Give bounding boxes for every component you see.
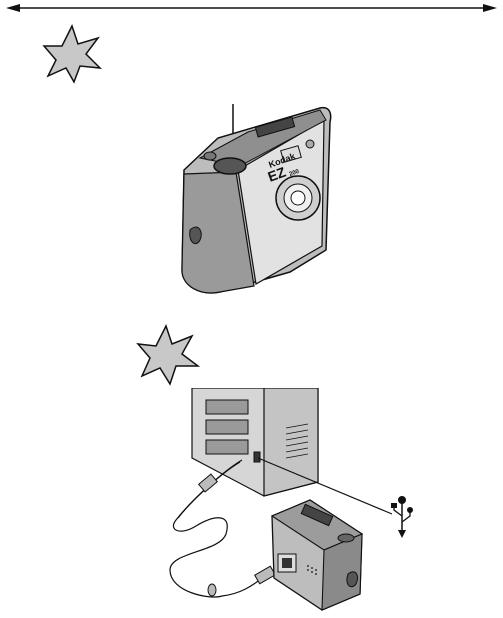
camera-shutter-illustration: Kodak EZ 200 <box>170 100 340 300</box>
starburst-icon <box>40 24 104 84</box>
top-rule <box>0 0 503 20</box>
usb-icon <box>388 494 416 540</box>
right-arrowhead-icon <box>483 4 497 12</box>
left-arrowhead-icon <box>6 4 20 12</box>
camera-connected-illustration <box>268 494 368 612</box>
usb-port <box>254 452 260 462</box>
computer-tower-illustration <box>190 388 322 498</box>
starburst-icon <box>136 324 200 388</box>
